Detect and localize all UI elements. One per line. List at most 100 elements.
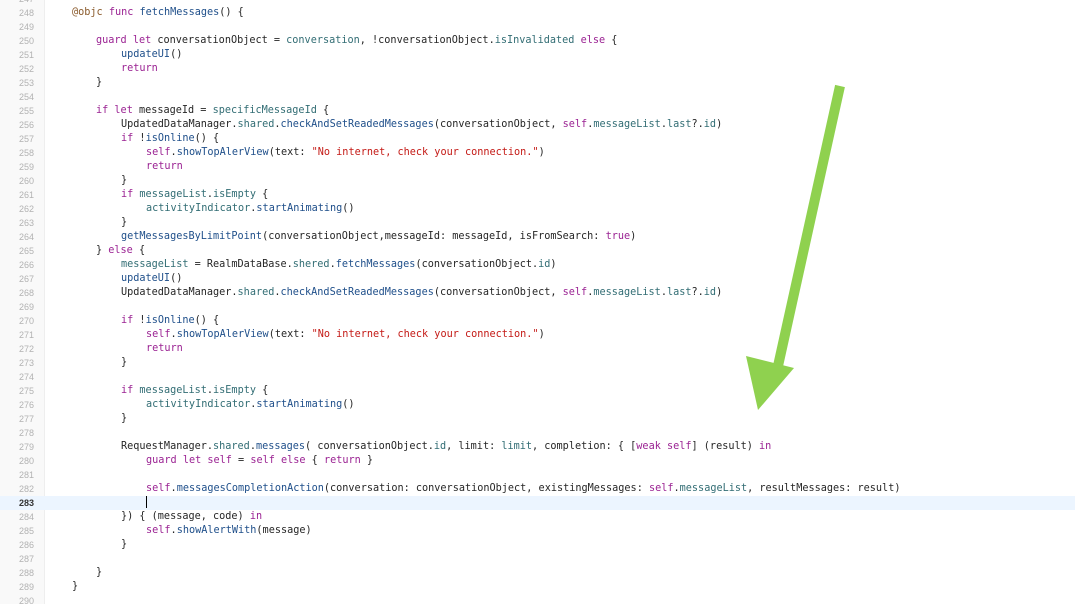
code-token: } <box>121 413 128 424</box>
code-token: updateUI <box>121 49 171 60</box>
code-line[interactable]: 288} <box>0 566 1075 580</box>
code-token: (conversationObject,messageId: messageId… <box>262 231 606 242</box>
code-token: updateUI <box>121 273 171 284</box>
code-line[interactable]: 249 <box>0 20 1075 34</box>
code-token: self <box>207 455 232 466</box>
code-token: = RealmDataBase. <box>188 259 293 270</box>
code-line[interactable]: 264 getMessagesByLimitPoint(conversationO… <box>0 230 1075 244</box>
line-number: 278 <box>18 428 34 438</box>
code-text: self.showTopAlerView(text: "No internet,… <box>146 146 545 160</box>
code-line[interactable]: 260} <box>0 174 1075 188</box>
code-token: self <box>666 441 692 452</box>
code-text: RequestManager.shared.messages( conversa… <box>121 440 771 454</box>
code-line[interactable]: 254 <box>0 90 1075 104</box>
code-token: checkAndSetReadedMessages <box>280 119 434 130</box>
code-line[interactable]: 263} <box>0 216 1075 230</box>
code-token: messageList <box>139 189 207 200</box>
code-token: } <box>121 539 128 550</box>
current-line[interactable]: 283 <box>0 496 1075 510</box>
line-number: 267 <box>18 274 34 284</box>
code-line[interactable]: 273} <box>0 356 1075 370</box>
code-line[interactable]: 286} <box>0 538 1075 552</box>
code-line[interactable]: 281 <box>0 468 1075 482</box>
code-token: id <box>703 287 717 298</box>
line-number: 282 <box>18 484 34 494</box>
code-token: fetchMessages <box>335 259 416 270</box>
code-token: else <box>580 35 606 46</box>
code-token: UpdatedDataManager. <box>121 119 238 130</box>
code-token: messages <box>255 441 306 452</box>
code-token: if <box>121 315 134 326</box>
code-token: } <box>96 245 109 256</box>
code-line[interactable]: 265} else { <box>0 244 1075 258</box>
line-number: 285 <box>18 526 34 536</box>
line-number: 276 <box>18 400 34 410</box>
code-token: in <box>249 511 263 522</box>
code-token: messageList <box>121 259 189 270</box>
code-text: } <box>121 538 127 552</box>
code-token: getMessagesByLimitPoint <box>121 231 263 242</box>
code-line[interactable]: 253} <box>0 76 1075 90</box>
code-token: , resultMessages: result) <box>747 483 901 494</box>
code-text <box>146 496 147 511</box>
code-line[interactable]: 290 <box>0 594 1075 604</box>
code-token: (text: <box>268 329 312 340</box>
code-token: last <box>666 119 692 130</box>
code-text: if let messageId = specificMessageId { <box>96 104 329 118</box>
code-line[interactable]: 277} <box>0 412 1075 426</box>
code-token: startAnimating <box>256 203 343 214</box>
code-line[interactable]: 247 <box>0 0 1075 6</box>
text-caret <box>146 496 147 508</box>
code-token: = <box>231 455 251 466</box>
code-token: "No internet, check your connection." <box>311 147 539 158</box>
code-token: { <box>605 35 618 46</box>
code-line[interactable]: 278 <box>0 426 1075 440</box>
code-token: () <box>342 203 355 214</box>
line-number: 264 <box>18 232 34 242</box>
code-line[interactable]: 287 <box>0 552 1075 566</box>
code-token: ) <box>630 231 637 242</box>
code-text: self.showTopAlerView(text: "No internet,… <box>146 328 545 342</box>
code-token: conversationObject = <box>151 35 287 46</box>
code-token: . <box>660 119 667 130</box>
code-token: ! <box>133 315 146 326</box>
code-token: () { <box>194 133 220 144</box>
code-line[interactable]: 269 <box>0 300 1075 314</box>
code-line[interactable]: 289} <box>0 580 1075 594</box>
code-token: messageList <box>593 119 661 130</box>
code-token: id <box>703 119 717 130</box>
code-token: shered <box>292 259 330 270</box>
code-text: return <box>146 160 183 174</box>
code-token: . <box>170 483 177 494</box>
code-line[interactable]: 274 <box>0 370 1075 384</box>
code-line[interactable]: 248@objc func fetchMessages() { <box>0 6 1075 20</box>
code-text: guard let conversationObject = conversat… <box>96 34 617 48</box>
code-token: startAnimating <box>256 399 343 410</box>
code-line[interactable]: 284}) { (message, code) in <box>0 510 1075 524</box>
code-token: () { <box>194 315 220 326</box>
code-text: messageList = RealmDataBase.shered.fetch… <box>121 258 557 272</box>
